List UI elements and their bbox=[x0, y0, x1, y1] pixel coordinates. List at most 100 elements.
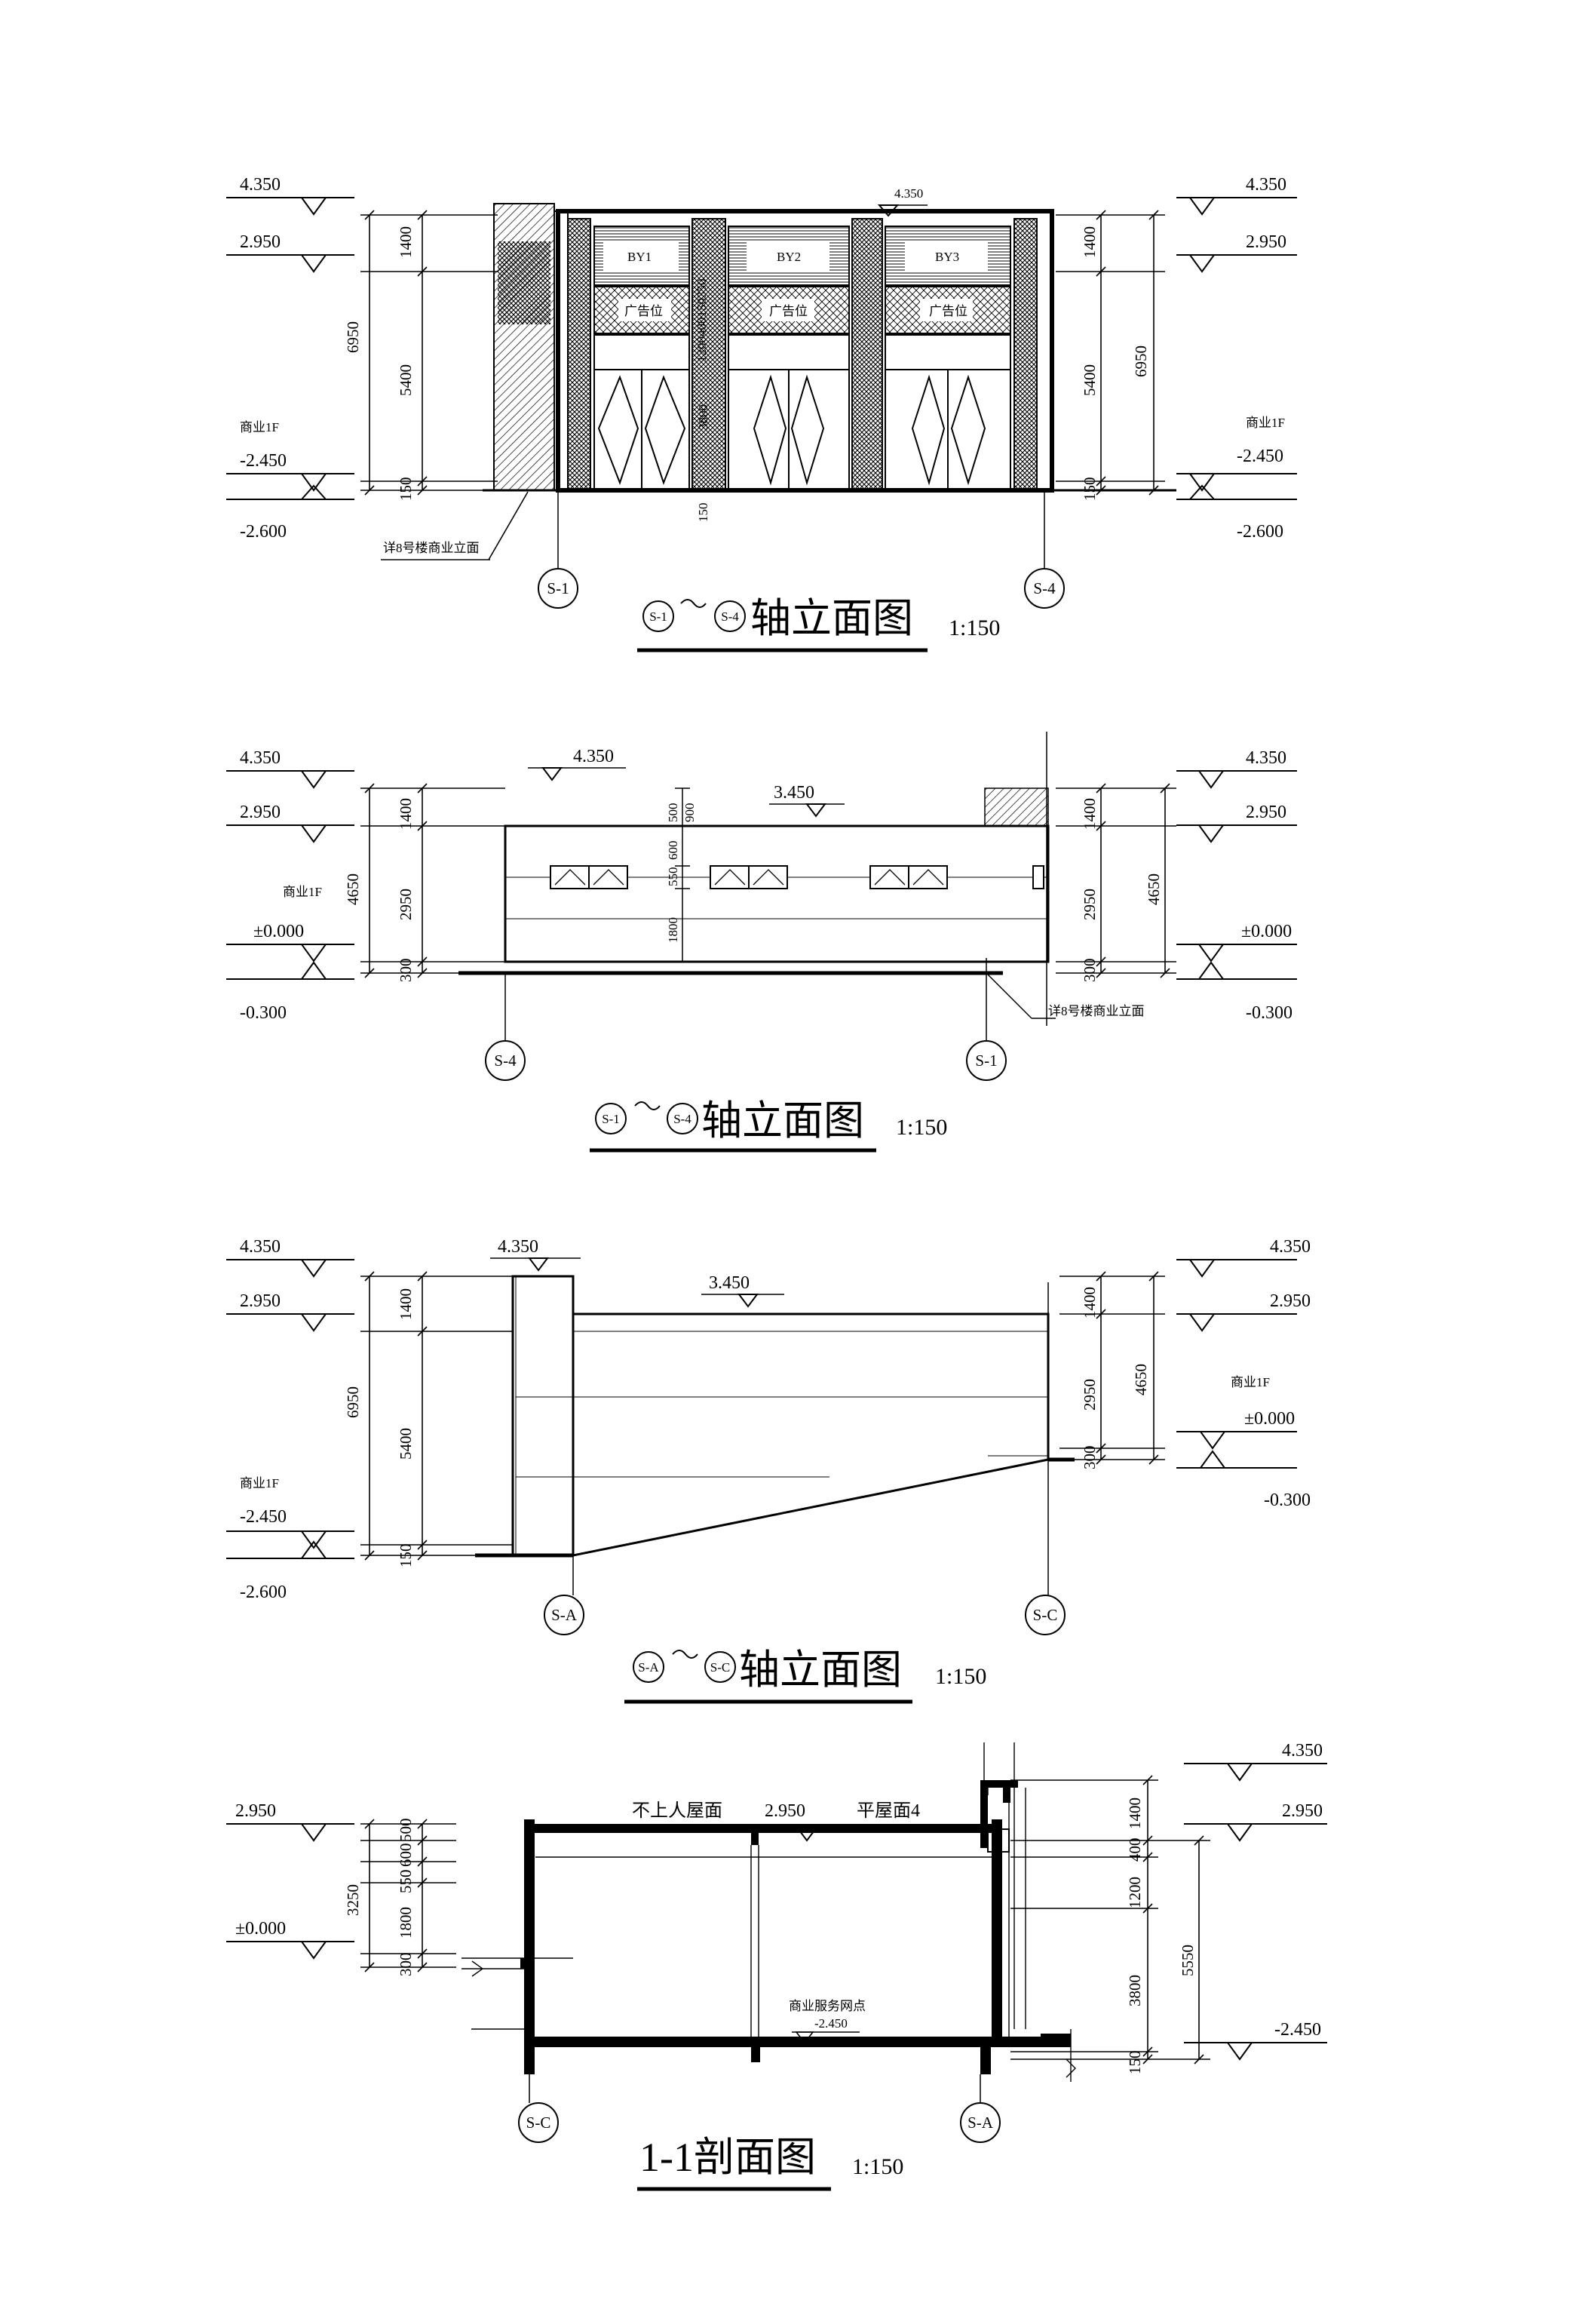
level-label: 4.350 bbox=[573, 747, 614, 766]
svg-text:轴立面图: 轴立面图 bbox=[739, 1647, 902, 1693]
svg-text:S-C: S-C bbox=[710, 1660, 730, 1675]
floor-label: 商业1F bbox=[240, 420, 279, 434]
right-level-marks bbox=[1184, 1763, 1327, 2061]
drawing-title: S-A S-C 轴立面图 1:150 bbox=[624, 1647, 986, 1704]
drawing-title: S-1 S-4 轴立面图 1:150 bbox=[590, 1098, 947, 1153]
dimension-text: 1400 bbox=[1081, 1287, 1099, 1319]
axis-label: S-A bbox=[551, 1606, 578, 1624]
level-label: -2.450 bbox=[240, 451, 287, 471]
dimension-text: 1400 bbox=[1081, 226, 1099, 258]
floor-label: 商业1F bbox=[1246, 416, 1285, 430]
level-label: 2.950 bbox=[1282, 1801, 1323, 1821]
roof-label: 平屋面4 bbox=[857, 1801, 920, 1821]
level-label: ±0.000 bbox=[235, 1919, 286, 1939]
dimension-text: 550 bbox=[666, 867, 680, 887]
floor-label: 商业1F bbox=[283, 885, 322, 899]
level-label: -0.300 bbox=[1264, 1490, 1311, 1510]
dimension-text: 5400 bbox=[397, 1428, 415, 1460]
floor-label: 商业1F bbox=[240, 1476, 279, 1490]
level-label: 4.350 bbox=[498, 1237, 538, 1257]
dimension-text: 1400 bbox=[1126, 1797, 1144, 1829]
dimension-text: 1400 bbox=[397, 1288, 415, 1320]
room-label: 商业服务网点 bbox=[789, 1999, 866, 2013]
dimension-text: 300 bbox=[1081, 959, 1099, 983]
svg-text:S-1: S-1 bbox=[602, 1112, 620, 1126]
dimension-text: 300 bbox=[397, 1953, 415, 1977]
dimension-total: 5550 bbox=[1179, 1945, 1197, 1976]
level-label: 4.350 bbox=[240, 175, 281, 195]
level-label: 4.350 bbox=[240, 748, 281, 768]
section-1-1: 2.950 ±0.000 3250 500 600 550 1800 300 4… bbox=[226, 1741, 1327, 2191]
ad-label: 广告位 bbox=[769, 304, 808, 318]
drawing-title: S-1 S-4 轴立面图 1:150 bbox=[637, 596, 1000, 652]
axis-label: S-1 bbox=[975, 1051, 997, 1070]
dimension-total: 4650 bbox=[1145, 873, 1163, 905]
dimension-text: 900 bbox=[682, 803, 697, 823]
level-label: 4.350 bbox=[1282, 1741, 1323, 1761]
left-dimension-lines bbox=[360, 1819, 456, 1972]
level-label: 2.950 bbox=[1246, 803, 1286, 822]
sign-label: BY1 bbox=[627, 250, 652, 264]
note-label: 详8号楼商业立面 bbox=[1048, 1004, 1145, 1018]
dimension-text: 150 bbox=[696, 503, 710, 523]
dimension-text: 600 bbox=[397, 1844, 415, 1868]
level-label: 2.950 bbox=[240, 232, 281, 252]
dimension-total: 3250 bbox=[344, 1884, 362, 1916]
right-level-marks bbox=[1176, 197, 1297, 500]
level-label: -2.450 bbox=[814, 2016, 848, 2031]
floor-label: 商业1F bbox=[1231, 1375, 1270, 1389]
svg-text:1:150: 1:150 bbox=[896, 1115, 947, 1140]
note-label: 详8号楼商业立面 bbox=[383, 541, 480, 555]
level-label: 4.350 bbox=[1246, 175, 1286, 195]
axis-label: S-4 bbox=[494, 1051, 517, 1070]
axis-label: S-4 bbox=[1033, 579, 1056, 597]
svg-text:1:150: 1:150 bbox=[852, 2154, 903, 2179]
level-label: 2.950 bbox=[1246, 232, 1286, 252]
left-dimension-lines bbox=[360, 783, 505, 978]
rear-facade bbox=[458, 732, 1056, 1041]
dimension-total: 4650 bbox=[344, 873, 362, 905]
dimension-text: 1400 bbox=[1081, 798, 1099, 830]
ad-label: 广告位 bbox=[929, 304, 967, 318]
axis-label: S-C bbox=[1033, 1606, 1058, 1624]
drawing-title: 1-1剖面图 1:150 bbox=[637, 2135, 903, 2191]
level-label: ±0.000 bbox=[1244, 1409, 1295, 1429]
left-level-marks bbox=[226, 770, 354, 980]
dimension-text: 1400 bbox=[397, 226, 415, 258]
section-geometry bbox=[461, 1742, 1076, 2082]
dimension-text: 1200 bbox=[1126, 1877, 1144, 1908]
dimension-text: 5400 bbox=[1081, 364, 1099, 396]
svg-text:S-A: S-A bbox=[638, 1660, 659, 1675]
right-dimension-lines bbox=[1059, 1271, 1165, 1465]
dimension-text: 500 bbox=[666, 803, 680, 823]
level-label: ±0.000 bbox=[1241, 922, 1292, 941]
axis-label: S-1 bbox=[547, 579, 569, 597]
svg-text:轴立面图: 轴立面图 bbox=[750, 596, 913, 641]
level-label: -2.600 bbox=[1237, 522, 1283, 542]
svg-text:S-4: S-4 bbox=[673, 1112, 691, 1126]
dimension-text: 1800 bbox=[397, 1907, 415, 1939]
level-label: -2.600 bbox=[240, 522, 287, 542]
dimension-text: 150 bbox=[397, 477, 415, 502]
dimension-text: 3800 bbox=[1126, 1975, 1144, 2006]
dimension-text: 150 bbox=[1081, 477, 1099, 502]
dimension-text: 1200400150350 bbox=[695, 279, 709, 363]
elevation-3: 4.350 2.950 商业1F -2.450 -2.600 6950 1400… bbox=[226, 1237, 1311, 1704]
right-dimension-lines bbox=[1056, 783, 1176, 978]
left-dimension-lines bbox=[360, 210, 498, 496]
dimension-total: 4650 bbox=[1132, 1364, 1150, 1395]
level-label: 2.950 bbox=[235, 1801, 276, 1821]
level-label: 3.450 bbox=[709, 1273, 750, 1293]
level-label: 4.350 bbox=[1270, 1237, 1311, 1257]
dimension-text: 2950 bbox=[1081, 1379, 1099, 1411]
svg-text:S-1: S-1 bbox=[649, 609, 667, 624]
level-label: -0.300 bbox=[1246, 1003, 1292, 1023]
elevation-2: 4.350 2.950 商业1F ±0.000 -0.300 4650 1400… bbox=[226, 732, 1297, 1153]
level-label: 4.350 bbox=[894, 186, 923, 201]
svg-text:1:150: 1:150 bbox=[935, 1664, 986, 1689]
dimension-text: 300 bbox=[397, 959, 415, 983]
svg-text:1-1剖面图: 1-1剖面图 bbox=[639, 2135, 816, 2180]
svg-text:1:150: 1:150 bbox=[949, 616, 1000, 640]
level-label: 2.950 bbox=[765, 1801, 805, 1821]
